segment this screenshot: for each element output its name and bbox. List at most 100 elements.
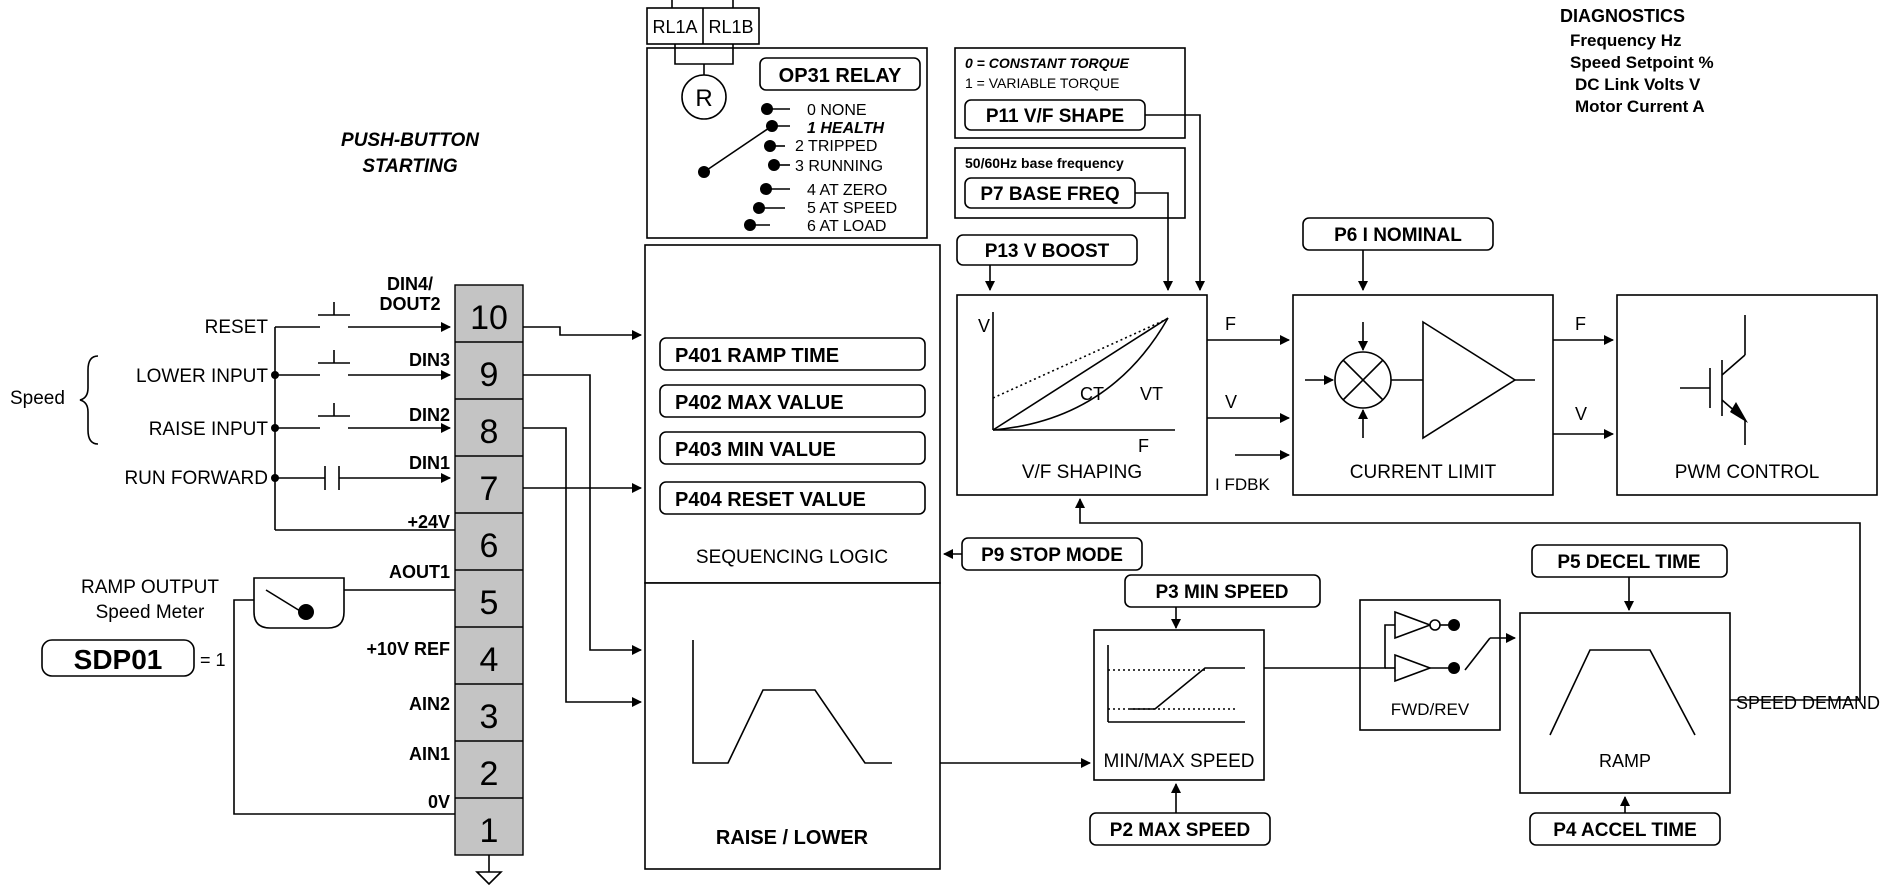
terminal-label: +10V REF xyxy=(366,639,450,659)
relay-selector-pivot xyxy=(698,166,710,178)
p11-param-label: P11 V/F SHAPE xyxy=(986,106,1124,127)
relay-coil-icon xyxy=(681,74,727,120)
terminal-number: 8 xyxy=(480,413,499,451)
pwm-block xyxy=(1616,294,1878,496)
relay-option: 4 AT ZERO xyxy=(807,182,887,199)
input-lower-label: LOWER INPUT xyxy=(136,366,268,387)
vf-option-1: 1 = VARIABLE TORQUE xyxy=(965,75,1119,91)
p3-param-label: P3 MIN SPEED xyxy=(1155,582,1288,603)
din3-wire xyxy=(523,374,642,655)
vf-graph-v-label: V xyxy=(978,316,990,336)
terminal-number: 2 xyxy=(480,755,499,793)
vf-curve-graph xyxy=(992,312,1175,431)
vf-v-out-label: V xyxy=(1225,392,1237,412)
current-limit-title: CURRENT LIMIT xyxy=(1350,462,1497,483)
terminal-label: DOUT2 xyxy=(379,294,440,314)
diagnostics-line: Speed Setpoint % xyxy=(1570,53,1714,72)
relay-option: 2 TRIPPED xyxy=(795,138,877,155)
p3-param xyxy=(1124,574,1321,608)
p4-param-label: P4 ACCEL TIME xyxy=(1553,820,1697,841)
meter-return-wire xyxy=(233,599,455,815)
terminal-number: 7 xyxy=(480,470,499,508)
vf-graph-f-label: F xyxy=(1138,436,1149,456)
minmax-block xyxy=(1093,629,1265,781)
push-button-title-2: STARTING xyxy=(362,156,458,177)
terminal-number: 5 xyxy=(480,584,499,622)
ramp-title: RAMP xyxy=(1599,751,1651,771)
junction-dot xyxy=(271,371,279,379)
p2-param-label: P2 MAX SPEED xyxy=(1110,820,1250,841)
p7-param-label: P7 BASE FREQ xyxy=(980,184,1119,205)
p403-param-label: P403 MIN VALUE xyxy=(675,439,836,461)
push-button-title-1: PUSH-BUTTON xyxy=(341,130,480,151)
meter-display xyxy=(41,639,195,677)
terminal-label: AOUT1 xyxy=(389,562,450,582)
relay-terminal-b: RL1B xyxy=(708,17,753,37)
p13-param-label: P13 V BOOST xyxy=(985,241,1110,262)
relay-option: 0 NONE xyxy=(807,102,867,119)
terminal-label: 0V xyxy=(428,792,450,812)
input-run-forward-label: RUN FORWARD xyxy=(124,468,268,489)
minmax-title: MIN/MAX SPEED xyxy=(1104,751,1255,772)
input-reset-label: RESET xyxy=(205,317,269,338)
vf-ct-label: CT xyxy=(1080,384,1104,404)
p11-wire xyxy=(1145,114,1205,291)
terminal-strip xyxy=(454,284,524,856)
diagnostics-line: DC Link Volts V xyxy=(1575,75,1701,94)
vf-f-out-label: F xyxy=(1225,314,1236,334)
op31-param xyxy=(759,57,921,91)
p403-param xyxy=(659,431,926,465)
terminal-label: DIN4/ xyxy=(387,274,433,294)
terminal-number: 4 xyxy=(480,641,499,679)
vf-vt-label: VT xyxy=(1140,384,1163,404)
terminal-number: 9 xyxy=(480,356,499,394)
relay-option: 3 RUNNING xyxy=(795,158,883,175)
fwdrev-block xyxy=(1359,599,1501,731)
sequencing-title: SEQUENCING LOGIC xyxy=(696,547,888,568)
p13-param xyxy=(956,234,1138,266)
speed-brace xyxy=(79,355,99,445)
junction-dot xyxy=(271,474,279,482)
terminal-label: DIN2 xyxy=(409,405,450,425)
pwm-v-label: V xyxy=(1575,404,1587,424)
p2-param xyxy=(1089,812,1271,846)
p401-param xyxy=(659,337,926,371)
vf-shaping-title: V/F SHAPING xyxy=(1022,462,1142,483)
junction-dot xyxy=(271,424,279,432)
relay-option-dots xyxy=(744,103,790,231)
ramp-profile xyxy=(1549,649,1696,736)
relay-option: 1 HEALTH xyxy=(807,120,884,137)
input-raise-label: RAISE INPUT xyxy=(149,419,269,440)
relay-selector-arm xyxy=(703,125,773,173)
ground-icon xyxy=(475,855,503,886)
base-freq-note: 50/60Hz base frequency xyxy=(965,155,1124,171)
terminal-label: AIN2 xyxy=(409,694,450,714)
relay-terminal-a: RL1A xyxy=(652,17,697,37)
ifdbk-label: I FDBK xyxy=(1215,475,1270,494)
raise-lower-profile xyxy=(692,640,892,764)
meter-display-value: SDP01 xyxy=(74,644,163,675)
p7-wire xyxy=(1135,192,1173,291)
relay-option: 5 AT SPEED xyxy=(807,200,897,217)
relay-symbol: R xyxy=(695,85,712,112)
terminal-label: DIN3 xyxy=(409,350,450,370)
diagnostics-line: Frequency Hz xyxy=(1570,31,1681,50)
p402-param xyxy=(659,384,926,418)
p9-param-label: P9 STOP MODE xyxy=(981,545,1123,566)
terminal-label: DIN1 xyxy=(409,453,450,473)
p404-param xyxy=(659,481,926,515)
current-limit-summer-icon xyxy=(1305,320,1535,440)
terminal-number: 6 xyxy=(480,527,499,565)
raise-lower-title: RAISE / LOWER xyxy=(716,827,869,849)
minmax-graph xyxy=(1107,645,1245,723)
p6-param-label: P6 I NOMINAL xyxy=(1334,225,1462,246)
igbt-icon xyxy=(1680,315,1748,445)
diagnostics-line: Motor Current A xyxy=(1575,97,1705,116)
speed-demand-wire xyxy=(1075,498,1861,701)
din4-wire xyxy=(523,326,642,340)
terminal-label: AIN1 xyxy=(409,744,450,764)
vf-option-0: 0 = CONSTANT TORQUE xyxy=(965,55,1130,71)
pwm-title: PWM CONTROL xyxy=(1675,462,1820,483)
terminal-number: 10 xyxy=(470,299,508,337)
p401-param-label: P401 RAMP TIME xyxy=(675,345,839,367)
